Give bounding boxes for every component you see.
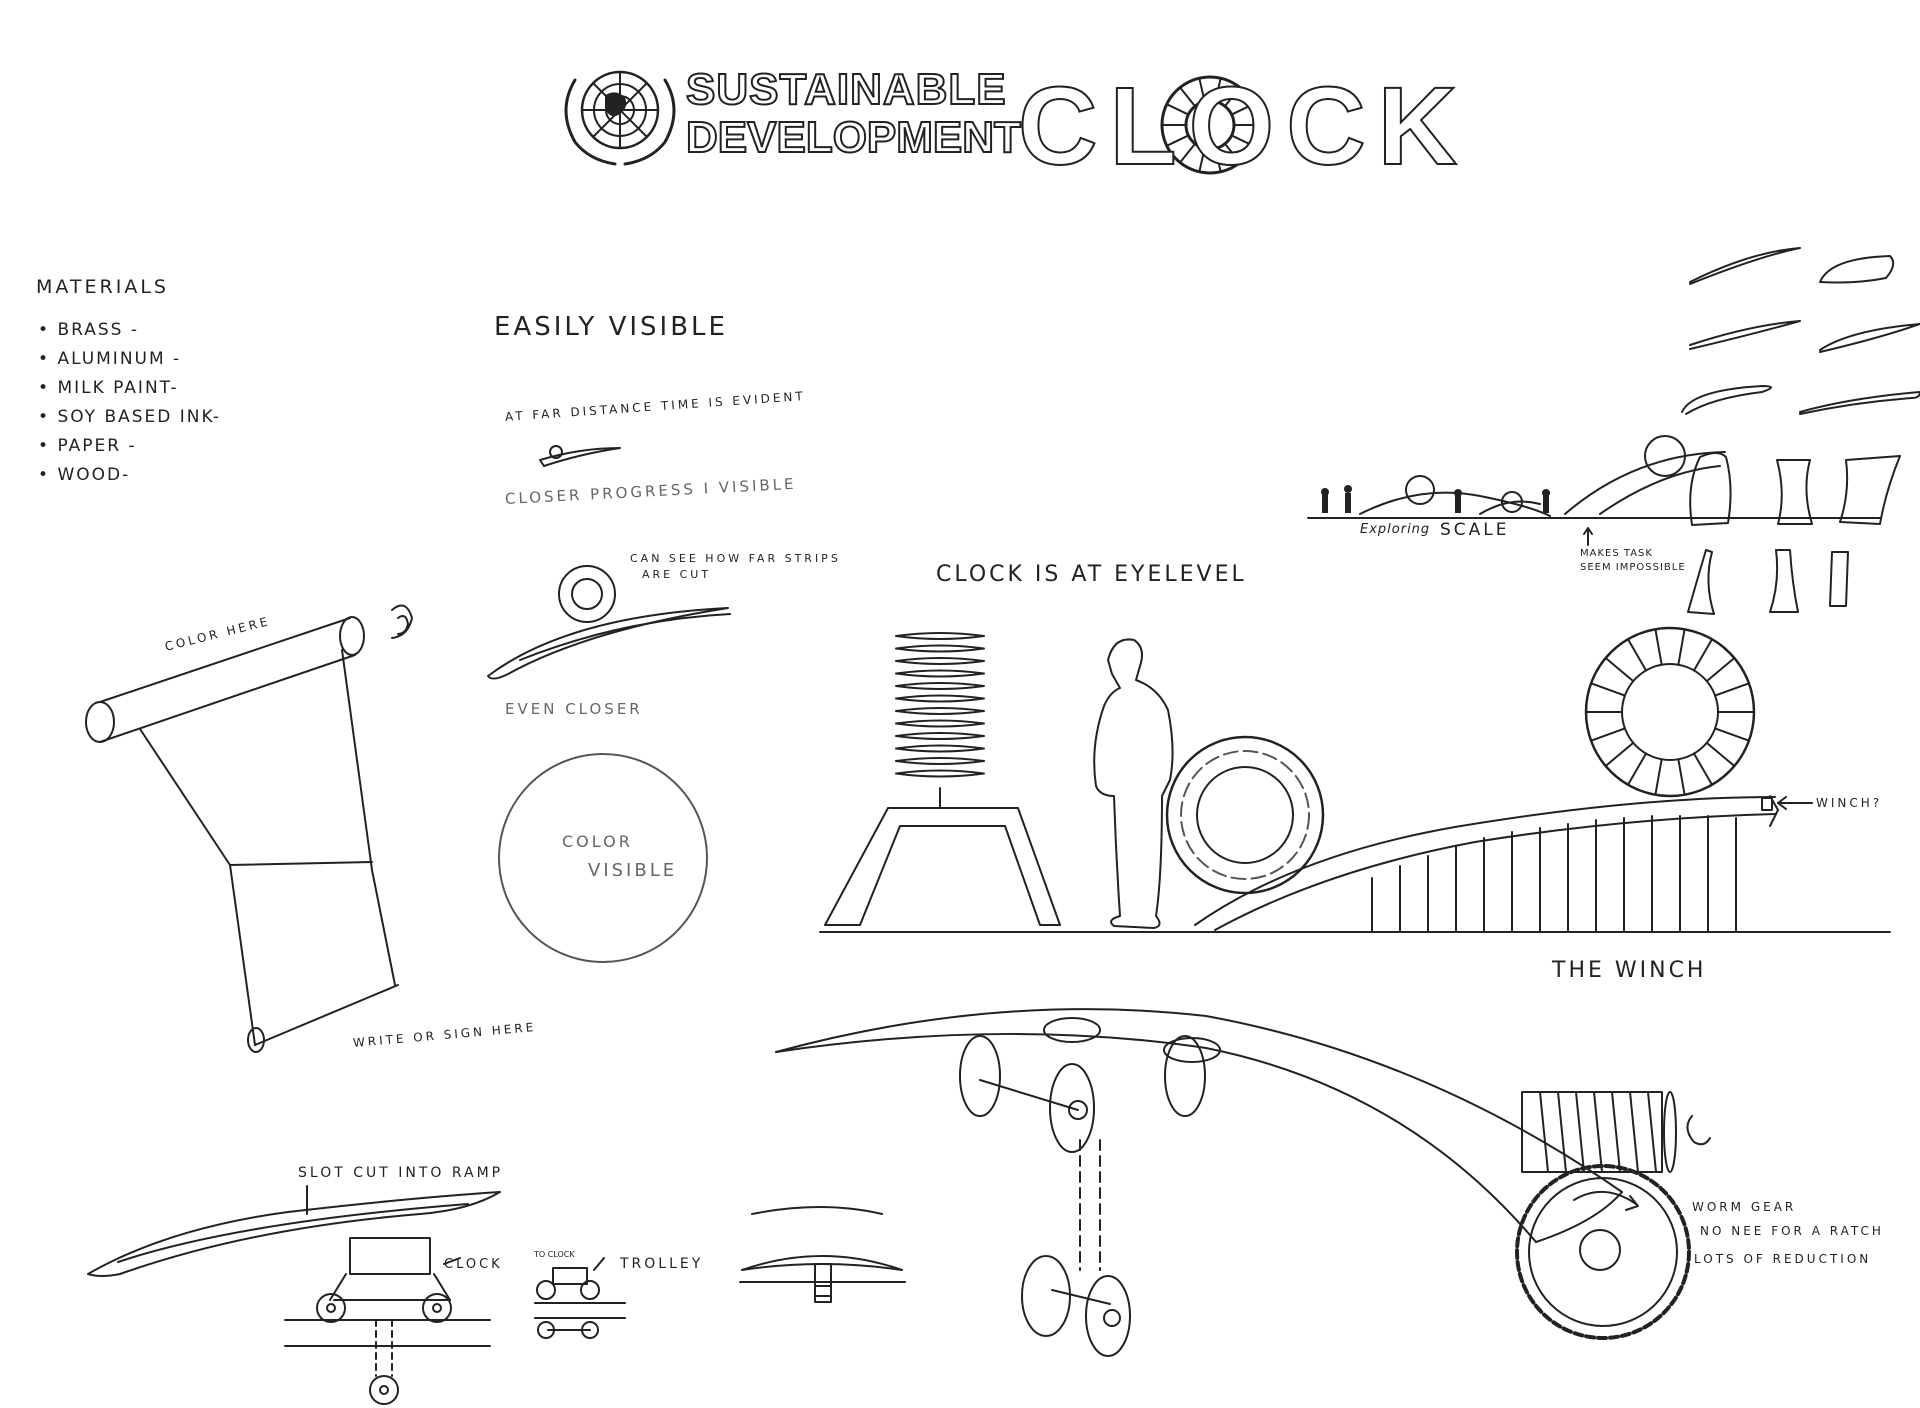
tower-strip [895, 682, 985, 690]
tower-strip [895, 694, 985, 703]
even-closer-circle [498, 753, 708, 963]
tower-strip [895, 732, 985, 740]
scale-label: SCALE [1440, 520, 1510, 540]
ring-strip [1214, 147, 1222, 173]
worm-gear-sketch [1515, 1091, 1711, 1340]
material-item: • PAPER - [38, 436, 137, 456]
ramp-cross-section [739, 1206, 906, 1303]
no-ratchet-label: NO NEE FOR A RATCH [1700, 1224, 1884, 1238]
eyelevel-scene [819, 626, 1891, 933]
ring-strip [1627, 638, 1647, 672]
ring-strip [1714, 682, 1750, 697]
winch-label: WINCH? [1816, 796, 1883, 810]
ring-strip [1693, 752, 1713, 786]
reduction-label: LOTS OF REDUCTION [1694, 1252, 1872, 1266]
ring-strip [1654, 628, 1663, 666]
strips-note-1: CAN SEE HOW FAR STRIPS [630, 552, 841, 565]
tower-strip [895, 707, 985, 715]
tower-strip [895, 644, 985, 653]
clock-arrow-label: CLOCK [444, 1257, 503, 1272]
exploring-label: Exploring [1360, 522, 1431, 537]
ring-strip [1693, 638, 1713, 672]
ring-strip [1179, 142, 1197, 164]
ramp-profile-sketches [1681, 247, 1920, 615]
ring-strip [1165, 134, 1190, 147]
closer-ring-sketch [487, 565, 731, 680]
ring-strip [1627, 752, 1647, 786]
title-line-development: DEVELOPMENT [685, 113, 1022, 163]
title-clock: CLOCK [1017, 65, 1470, 188]
tower-strip [895, 632, 985, 640]
material-item: • SOY BASED INK- [38, 407, 222, 427]
easily-visible-heading: EASILY VISIBLE [494, 312, 728, 342]
ring-strip [1179, 86, 1197, 108]
ring-strip [1223, 86, 1241, 108]
tower-strip [895, 744, 985, 753]
small-trolley-detail [534, 1257, 626, 1339]
ring-strip [1198, 77, 1206, 103]
eyelevel-heading: CLOCK IS AT EYELEVEL [936, 562, 1247, 587]
ring-strip [1705, 657, 1736, 683]
slot-cut-label: SLOT CUT INTO RAMP [298, 1165, 504, 1181]
the-winch-heading: THE WINCH [1552, 958, 1707, 983]
circle-visible-label: VISIBLE [588, 860, 678, 881]
tower-strip [895, 719, 985, 728]
ring-strip [1590, 682, 1626, 697]
ring-strip [1165, 103, 1190, 116]
material-item: • WOOD- [38, 465, 131, 485]
far-distance-strip [539, 445, 621, 467]
ring-strip [1677, 628, 1686, 666]
ring-strip [1230, 103, 1255, 116]
trolley-label: TROLLEY [620, 1256, 704, 1272]
even-closer-note: EVEN CLOSER [505, 700, 643, 718]
ring-strip [1714, 727, 1750, 742]
tower-strip [895, 757, 985, 765]
ring-strip [1677, 758, 1686, 796]
tower-strip [895, 657, 985, 665]
makes-task-label: MAKES TASK [1580, 548, 1653, 559]
ring-strip [1604, 741, 1635, 767]
ring-strip [1214, 77, 1222, 103]
strips-note-2: ARE CUT [642, 568, 712, 581]
arched-ramp-trolley [775, 1008, 1623, 1357]
paper-scroll [85, 604, 413, 1053]
material-item: • ALUMINUM - [38, 349, 182, 369]
title-line-sustainable: SUSTAINABLE [685, 65, 1007, 115]
circle-color-label: COLOR [562, 832, 633, 851]
worm-gear-label: WORM GEAR [1692, 1200, 1797, 1214]
ring-strip [1230, 134, 1255, 147]
ring-strip [1705, 741, 1736, 767]
ring-strip [1654, 758, 1663, 796]
tower-strip [895, 769, 985, 778]
un-emblem-icon [564, 70, 676, 166]
material-item: • BRASS - [38, 320, 139, 340]
materials-heading: MATERIALS [36, 276, 169, 298]
materials-list: • BRASS - • ALUMINUM - • MILK PAINT- • S… [38, 316, 221, 490]
title-ring-o [1160, 75, 1260, 175]
ring-strip [1604, 657, 1635, 683]
ring-strip [1198, 147, 1206, 173]
slot-ramp-detail [87, 1185, 501, 1405]
ring-strip [1590, 727, 1626, 742]
ring-strip [1223, 142, 1241, 164]
scale-exploration-sketch [1307, 435, 1881, 546]
seem-impossible-label: SEEM IMPOSSIBLE [1580, 562, 1686, 573]
material-item: • MILK PAINT- [38, 378, 179, 398]
tower-strip [895, 669, 985, 678]
to-clock-label: TO CLOCK [534, 1250, 575, 1259]
